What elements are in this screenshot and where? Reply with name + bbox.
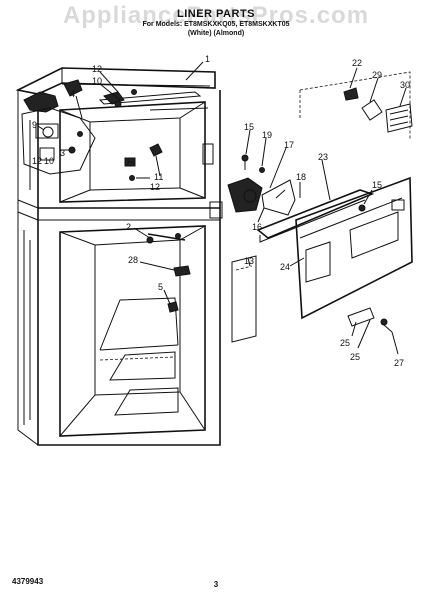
callout-27: 27: [394, 358, 404, 368]
callout-19: 19: [262, 130, 272, 140]
callout-10-left: 10: [44, 156, 54, 166]
callout-2: 2: [126, 222, 131, 232]
callout-23: 23: [318, 152, 328, 162]
callout-5: 5: [158, 282, 163, 292]
freezer-control-cluster: [21, 79, 137, 175]
callout-labels: 1 12 10 4 9 12 10 3 11 12 2 28 5 15 19 1…: [32, 54, 410, 368]
document-number: 4379943: [12, 577, 44, 586]
color-variants: (White) (Almond): [187, 30, 245, 37]
callout-22: 22: [352, 58, 362, 68]
callout-4: 4: [70, 89, 75, 99]
callout-29: 29: [372, 70, 382, 80]
diagram-title: LINER PARTS: [176, 8, 256, 20]
callout-15-right: 15: [372, 180, 382, 190]
watermark: AppliancePartsPros.com: [62, 2, 370, 29]
callout-12-right: 12: [150, 182, 160, 192]
liner-cabinet: [15, 67, 223, 446]
callout-3: 3: [60, 148, 65, 158]
callout-30: 30: [400, 80, 410, 90]
page-number: 3: [213, 580, 219, 589]
callout-25-a: 25: [340, 338, 350, 348]
callout-16: 16: [252, 222, 262, 232]
callout-15-left: 15: [244, 122, 254, 132]
callout-12-left: 12: [32, 156, 42, 166]
callout-17: 17: [284, 140, 294, 150]
evaporator-assembly: [227, 71, 413, 343]
callout-25-b: 25: [350, 352, 360, 362]
leader-lines: [37, 61, 407, 355]
callout-13: 13: [244, 256, 254, 266]
callout-1: 1: [205, 54, 210, 64]
callout-12-top: 12: [92, 64, 102, 74]
callout-11: 11: [154, 172, 163, 182]
model-numbers: For Models: ET8MSKXKQ05, ET8MSKXKT05: [142, 21, 290, 28]
callout-18: 18: [296, 172, 306, 182]
callout-9-left: 9: [32, 120, 37, 130]
callout-28: 28: [128, 255, 138, 265]
callout-10-top: 10: [92, 76, 102, 86]
callout-24: 24: [280, 262, 290, 272]
